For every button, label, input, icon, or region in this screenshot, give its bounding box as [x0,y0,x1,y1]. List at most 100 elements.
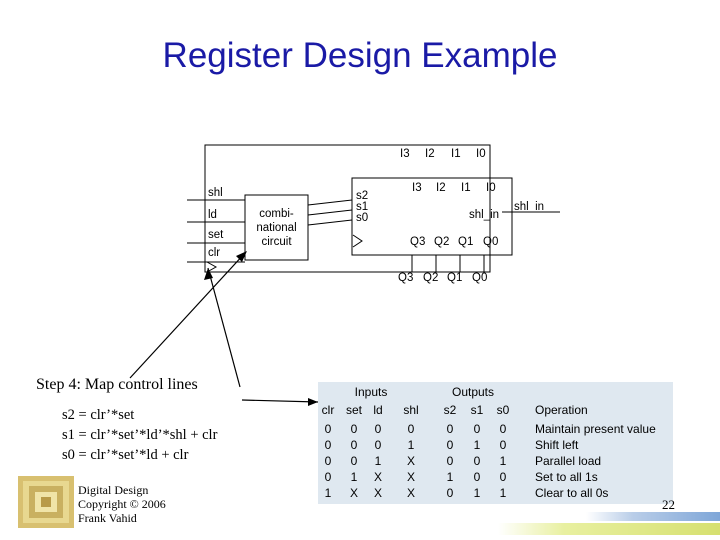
table-cell: 0 [374,438,382,452]
table-cell-operation: Set to all 1s [535,470,598,484]
register-input-i3: I3 [400,148,410,160]
table-cell-operation: Parallel load [535,454,602,468]
pointer-line-control [207,267,241,388]
table-cell: 1 [499,454,507,468]
col-header-s0: s0 [496,403,510,417]
col-header-s2: s2 [443,403,457,417]
table-cell: 0 [473,422,481,436]
table-cell: 1 [499,486,507,500]
table-cell: 0 [446,454,454,468]
col-header-ld: ld [373,403,383,417]
col-header-operation: Operation [535,403,588,417]
shifter-shl-in-label: shl_in [469,209,500,221]
shifter-select-s2: s2 [356,190,369,202]
table-cell: X [373,470,382,484]
shift-register-box [351,177,513,256]
table-cell: 1 [350,470,358,484]
decorative-bar-yellow [498,523,720,535]
table-cell: 0 [499,438,507,452]
pointer-line-table [241,399,319,403]
register-output-q1: Q1 [447,272,463,284]
table-inputs-header: Inputs [354,385,388,399]
table-cell: 0 [446,422,454,436]
table-cell: X [349,486,358,500]
shifter-select-s0: s0 [356,212,369,224]
shifter-output-q2: Q2 [434,236,450,248]
table-cell: X [406,470,415,484]
table-cell-operation: Clear to all 0s [535,486,609,500]
equation-s2: s2 = clr’*set [62,407,135,423]
table-cell: 0 [499,422,507,436]
shifter-output-q0: Q0 [483,236,499,248]
truth-table: Inputs Outputs clr set ld shl s2 s1 s0 O… [318,382,673,504]
register-output-q2: Q2 [423,272,439,284]
table-cell: 0 [350,438,358,452]
wire-s0 [307,219,353,226]
col-header-set: set [345,403,362,417]
table-cell: 0 [446,438,454,452]
col-header-shl: shl [403,403,419,417]
register-input-i1: I1 [451,148,461,160]
pointer-line-comb [129,252,246,379]
control-input-clr: clr [208,247,221,259]
outer-register-box [204,144,491,273]
table-cell: 0 [473,470,481,484]
table-cell: 0 [407,422,415,436]
equation-s0: s0 = clr’*set’*ld + clr [62,447,189,463]
table-cell: X [373,486,382,500]
table-cell: 1 [446,470,454,484]
table-cell-operation: Shift left [535,438,579,452]
table-cell-operation: Maintain present value [535,422,656,436]
decorative-bar-blue [586,512,720,521]
clock-triangle-outer [206,261,218,273]
table-cell: 0 [350,454,358,468]
shifter-input-i1: I1 [461,182,471,194]
register-output-q0: Q0 [472,272,488,284]
combinational-circuit-box [244,194,309,261]
table-cell: 1 [473,438,481,452]
control-input-set: set [208,229,224,241]
pointer-arrowhead-table [308,398,318,406]
pointer-arrowhead-control [204,268,213,280]
table-cell: 0 [446,486,454,500]
page-number: 22 [662,497,675,512]
textbook-logo-icon [18,476,74,528]
register-output-q3: Q3 [398,272,414,284]
table-cell: 1 [407,438,415,452]
combinational-circuit-label: combi- national circuit [256,208,297,248]
shifter-input-i3: I3 [412,182,422,194]
register-input-i2: I2 [425,148,435,160]
external-shl-in-label: shl_in [514,201,545,213]
shifter-input-i2: I2 [436,182,446,194]
step-heading: Step 4: Map control lines [36,376,198,393]
credit-book: Digital Design [78,483,149,497]
table-cell: 0 [324,470,332,484]
table-cell: 0 [324,454,332,468]
table-cell: 0 [324,422,332,436]
pointer-arrowhead-comb [236,251,247,262]
credit-copyright: Copyright © 2006 [78,497,166,511]
credit-author: Frank Vahid [78,511,137,525]
shifter-select-s1: s1 [356,201,369,213]
shifter-input-i0: I0 [486,182,496,194]
table-cell: 1 [473,486,481,500]
table-cell: 0 [374,422,382,436]
clock-triangle-inner [352,234,363,248]
table-cell: X [406,486,415,500]
col-header-clr: clr [321,403,335,417]
table-cell: X [406,454,415,468]
wire-s2 [307,199,353,206]
col-header-s1: s1 [470,403,484,417]
register-input-i0: I0 [476,148,486,160]
table-outputs-header: Outputs [451,385,495,399]
table-cell: 0 [473,454,481,468]
table-cell: 0 [499,470,507,484]
wire-s1 [307,209,353,216]
table-cell: 0 [324,438,332,452]
shifter-output-q1: Q1 [458,236,474,248]
shifter-output-q3: Q3 [410,236,426,248]
slide-title: Register Design Example [162,36,558,75]
table-cell: 1 [324,486,332,500]
equation-s1: s1 = clr’*set’*ld’*shl + clr [62,427,218,443]
